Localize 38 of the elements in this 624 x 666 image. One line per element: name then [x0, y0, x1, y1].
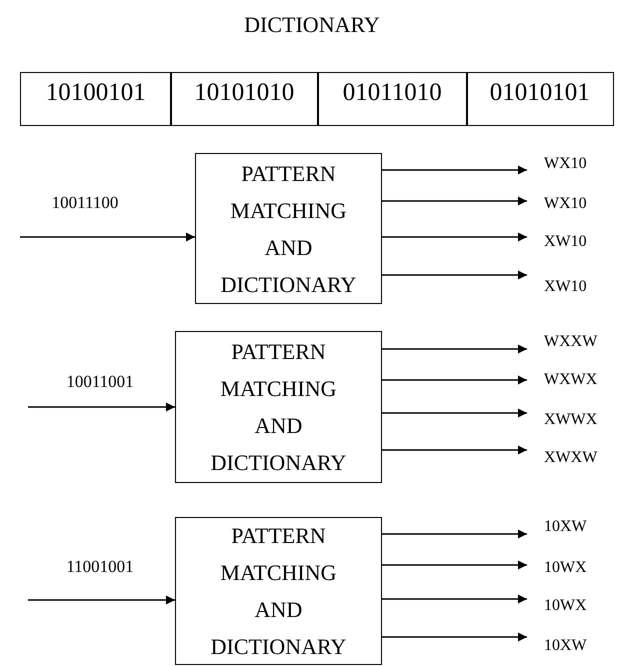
output-label: XW10 [527, 233, 617, 253]
output-label: 10WX [527, 597, 617, 617]
box-text: PATTERN MATCHING AND DICTIONARY [210, 522, 346, 661]
arrow [382, 594, 527, 604]
arrow [382, 376, 527, 384]
output-label: WXWX [527, 371, 617, 391]
output-label: WXXW [527, 333, 617, 353]
output-label: 10XW [527, 518, 617, 538]
process-box [175, 331, 382, 483]
box-text: PATTERN MATCHING AND DICTIONARY [210, 338, 346, 477]
output-label: XWXW [527, 449, 617, 469]
arrow [382, 560, 527, 570]
title: DICTIONARY [243, 12, 381, 38]
box-text: PATTERN MATCHING AND DICTIONARY [220, 160, 356, 298]
arrow [382, 408, 527, 418]
arrow [382, 270, 527, 280]
arrow [382, 632, 527, 642]
arrow [382, 344, 527, 354]
arrow [382, 530, 527, 538]
arrow [382, 196, 527, 206]
table-cell: 01010101 [466, 72, 614, 126]
output-label: WX10 [527, 195, 617, 215]
arrow [382, 166, 527, 174]
output-label: WX10 [527, 155, 617, 175]
process-box [195, 153, 382, 304]
table-cell: 10101010 [170, 72, 318, 126]
table-cell: 01011010 [317, 72, 468, 126]
output-label: 10WX [527, 559, 617, 579]
arrow [28, 596, 175, 604]
output-label: XWWX [527, 411, 617, 431]
arrow [382, 232, 527, 242]
output-label: 10XW [527, 637, 617, 657]
output-label: XW10 [527, 278, 617, 298]
arrow [28, 402, 175, 412]
table-cell: 10100101 [20, 72, 172, 126]
arrow [382, 446, 527, 454]
process-box [175, 517, 382, 665]
arrow [20, 232, 195, 242]
